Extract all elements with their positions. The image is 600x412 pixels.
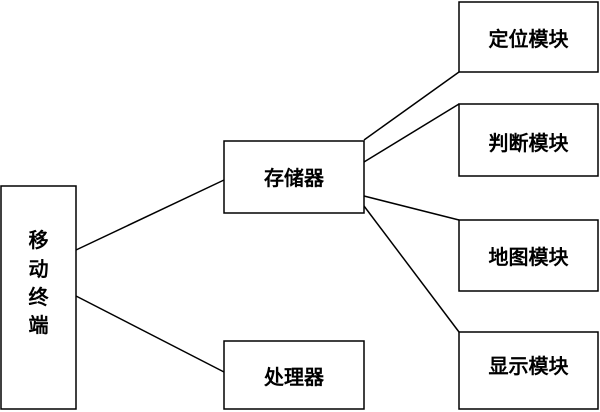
- mobile-terminal-char-1: 移: [29, 228, 49, 252]
- judgment-module-box: [458, 103, 599, 177]
- memory-label: 存储器: [264, 166, 325, 190]
- positioning-module-box: [458, 1, 599, 73]
- map-module-node: 地图模块: [458, 219, 599, 292]
- judgment-module-node: 判断模块: [458, 103, 599, 177]
- map-module-box: [458, 219, 599, 292]
- mobile-terminal-char-4: 端: [29, 313, 49, 337]
- judgment-module-label: 判断模块: [489, 131, 570, 155]
- mobile-terminal-box: [0, 185, 77, 410]
- processor-box: [223, 340, 365, 410]
- edge-mobile-terminal-to-memory: [75, 179, 225, 251]
- display-module-label: 显示模块: [489, 354, 570, 378]
- display-module-node: 显示模块: [458, 331, 599, 410]
- positioning-module-label: 定位模块: [489, 27, 570, 51]
- memory-box: [223, 140, 365, 214]
- map-module-label: 地图模块: [489, 245, 570, 269]
- mobile-terminal-node: 移 动 终 端: [0, 185, 77, 410]
- processor-label: 处理器: [263, 365, 325, 389]
- display-module-box: [458, 331, 599, 410]
- edge-memory-to-display-module: [363, 205, 460, 333]
- edge-memory-to-map-module: [363, 195, 460, 221]
- edge-memory-to-judgment-module: [363, 103, 460, 163]
- mobile-terminal-char-3: 终: [29, 285, 50, 309]
- mobile-terminal-char-2: 动: [29, 257, 49, 281]
- processor-node: 处理器: [223, 340, 365, 410]
- edge-memory-to-positioning-module: [363, 71, 460, 141]
- positioning-module-node: 定位模块: [458, 1, 599, 73]
- edge-mobile-terminal-to-processor: [75, 295, 225, 373]
- memory-node: 存储器: [223, 140, 365, 214]
